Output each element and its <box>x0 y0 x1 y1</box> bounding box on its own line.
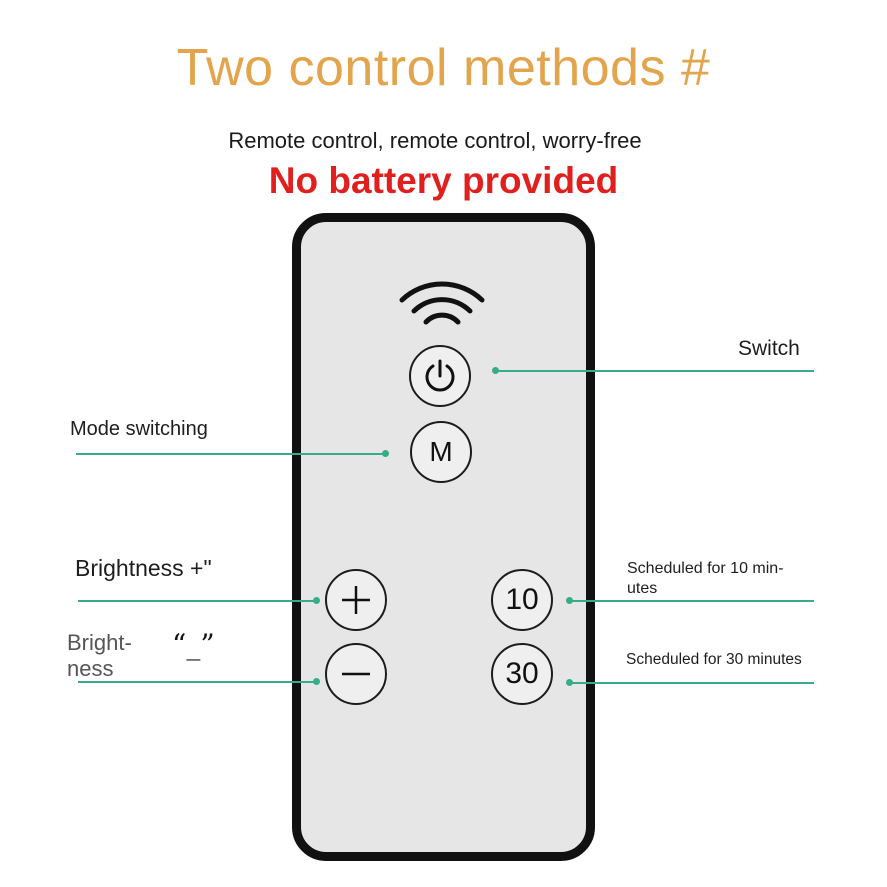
leader-line-switch <box>496 370 814 372</box>
leader-line-brightness-minus <box>78 681 318 683</box>
leader-dot-timer-30 <box>566 679 573 686</box>
leader-dot-switch <box>492 367 499 374</box>
leader-line-brightness-plus <box>78 600 318 602</box>
remote-control-body <box>292 213 595 861</box>
leader-line-mode <box>76 453 386 455</box>
mode-button[interactable]: M <box>410 421 472 483</box>
callout-switch: Switch <box>738 337 800 360</box>
brightness-plus-button[interactable] <box>325 569 387 631</box>
wifi-signal-icon <box>399 281 485 325</box>
leader-dot-brightness-minus <box>313 678 320 685</box>
callout-timer-10-line2: utes <box>627 580 658 597</box>
callout-timer-10: Scheduled for 10 min- utes <box>627 559 784 599</box>
minus-icon <box>342 672 370 676</box>
battery-warning: No battery provided <box>268 160 619 201</box>
callout-timer-10-line1: Scheduled for 10 min- <box>627 560 784 577</box>
leader-line-timer-30 <box>570 682 814 684</box>
subtitle: Remote control, remote control, worry-fr… <box>228 128 642 153</box>
brightness-minus-button[interactable] <box>325 643 387 705</box>
timer-30-button[interactable]: 30 <box>491 643 553 705</box>
callout-brightness-minus-line2: ness <box>67 656 114 681</box>
power-button[interactable] <box>409 345 471 407</box>
callout-timer-30: Scheduled for 30 minutes <box>626 651 802 668</box>
leader-line-timer-10 <box>570 600 814 602</box>
power-icon <box>425 359 455 392</box>
timer-10-button[interactable]: 10 <box>491 569 553 631</box>
page-title: Two control methods # <box>176 39 711 97</box>
leader-dot-brightness-plus <box>313 597 320 604</box>
callout-brightness-minus: Bright- ness <box>67 630 132 682</box>
leader-dot-timer-10 <box>566 597 573 604</box>
callout-mode: Mode switching <box>70 418 208 440</box>
callout-brightness-minus-line1: Bright- <box>67 630 132 655</box>
callout-brightness-plus: Brightness +" <box>75 555 212 581</box>
leader-dot-mode <box>382 450 389 457</box>
plus-icon <box>342 586 370 614</box>
callout-brightness-minus-symbol: “_” <box>172 628 215 661</box>
